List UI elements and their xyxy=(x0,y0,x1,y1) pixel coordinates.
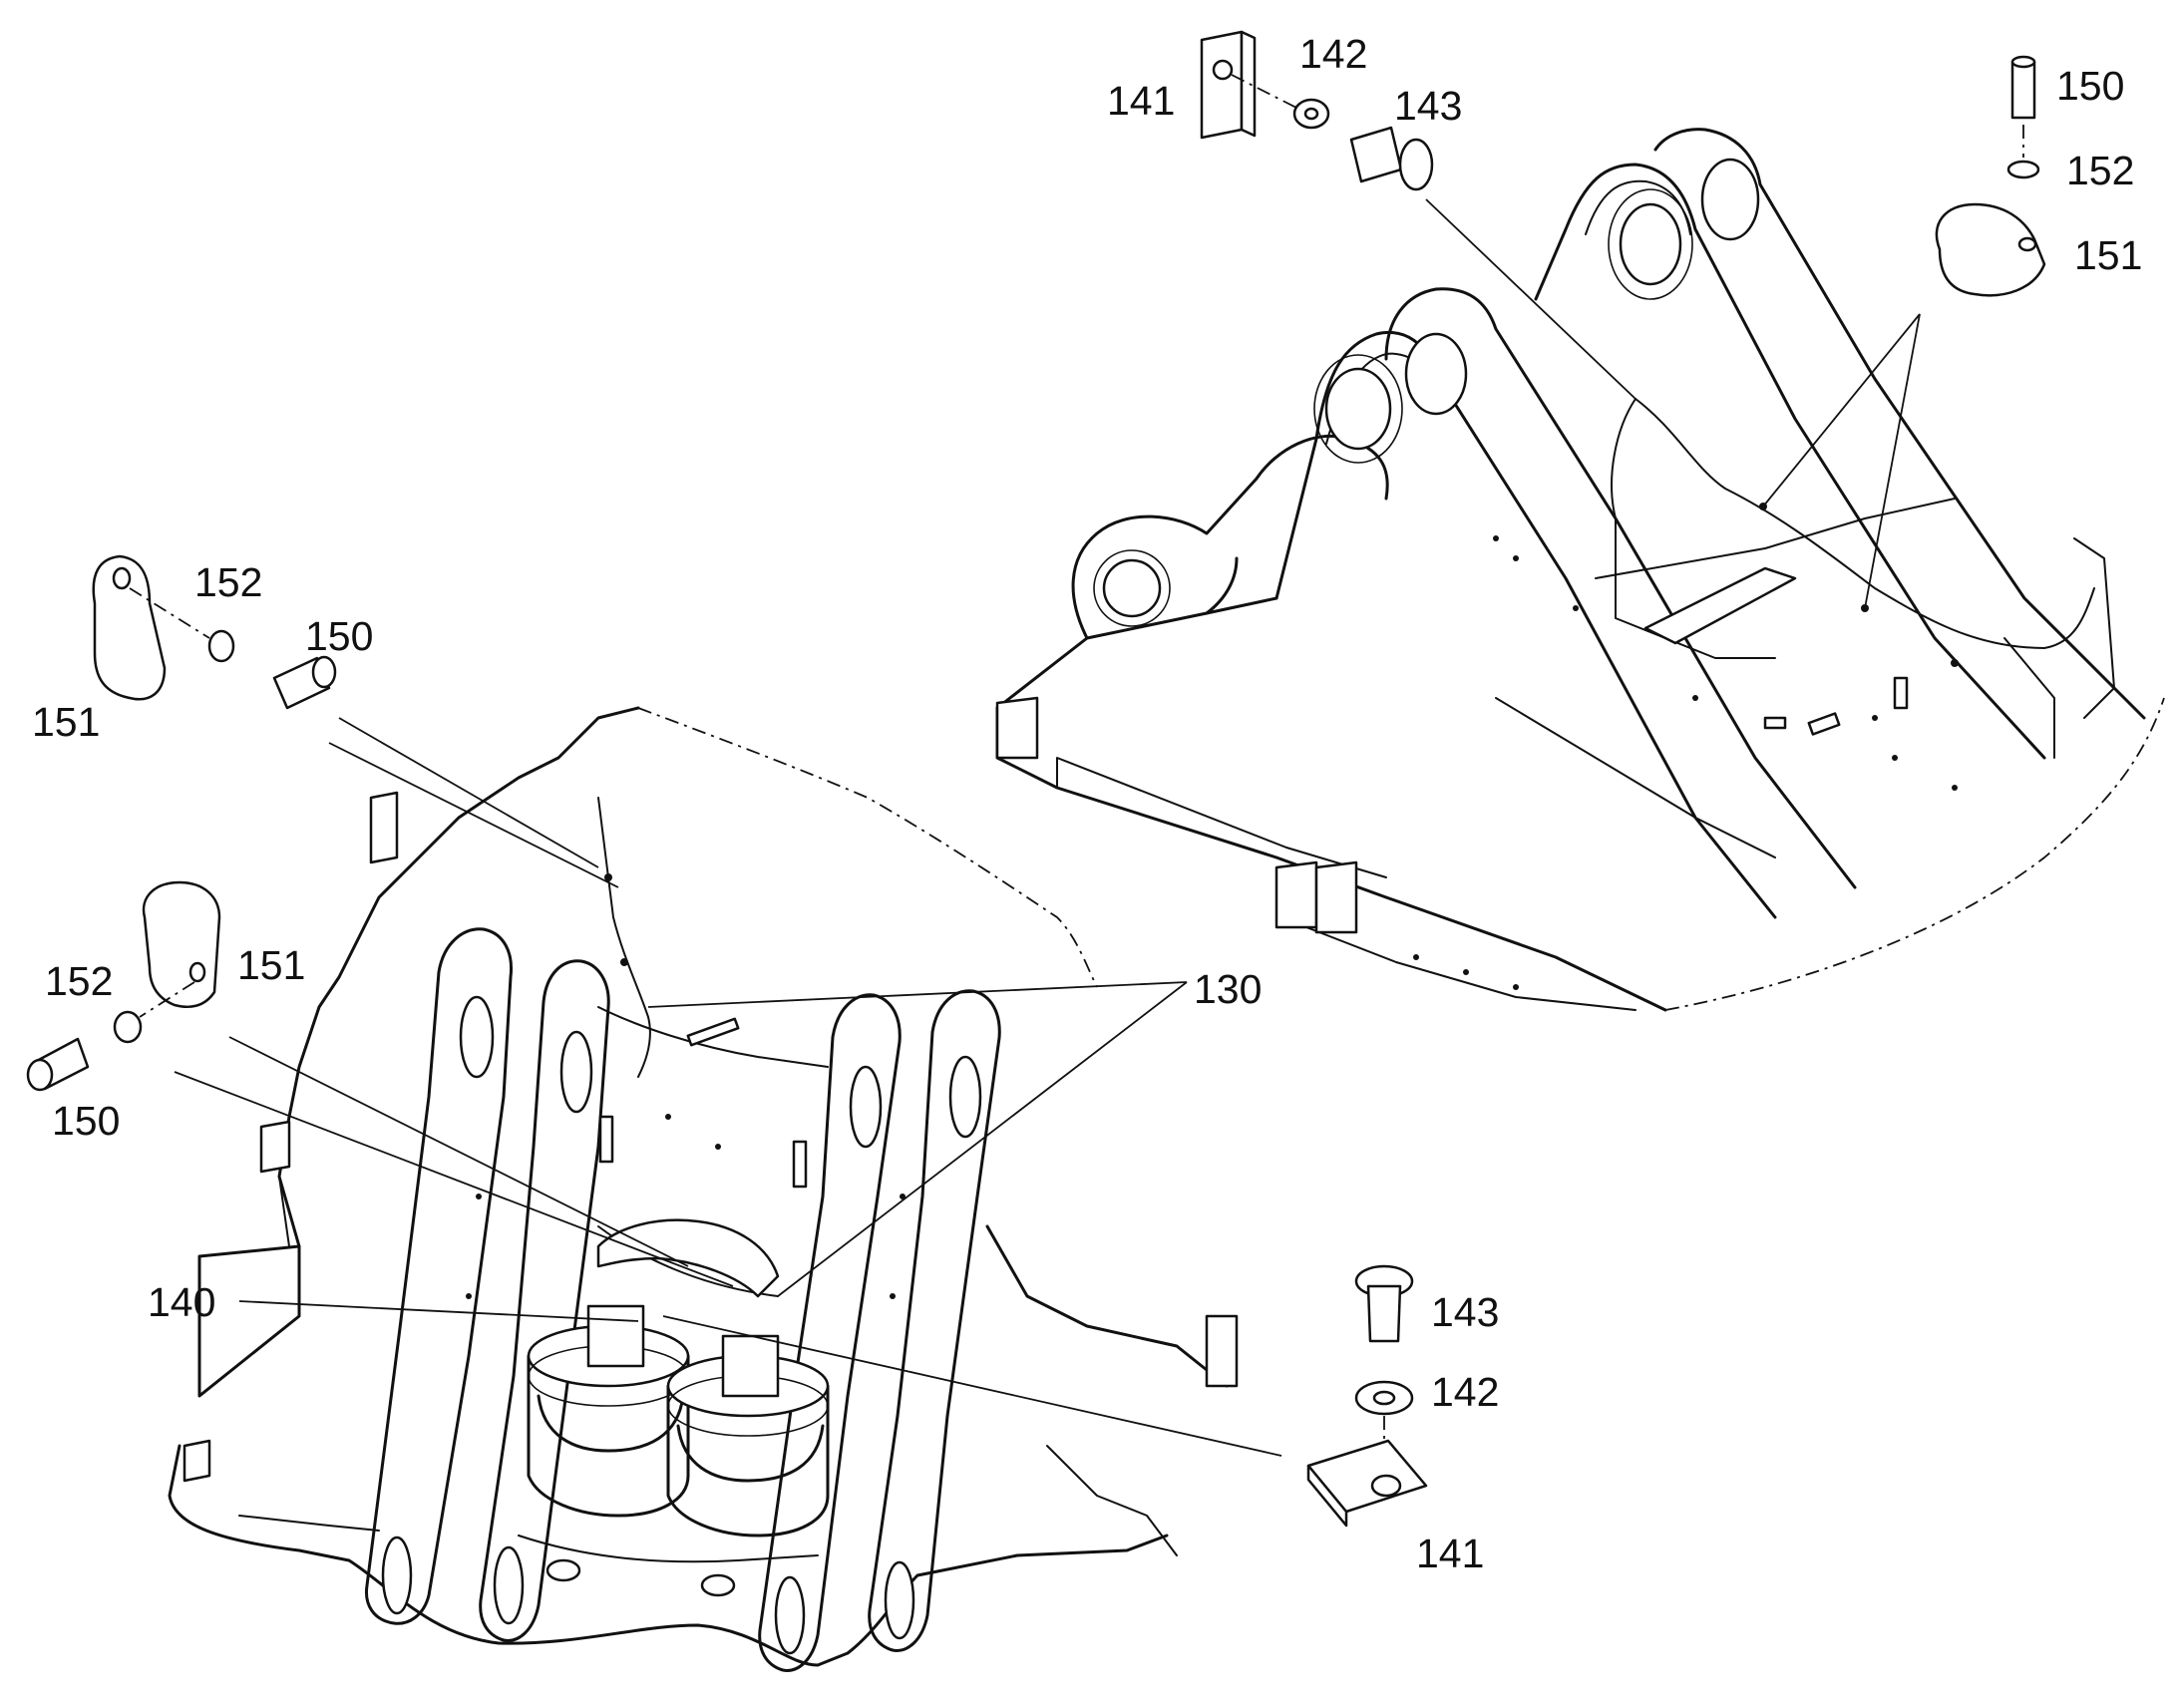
callout-152-top-right: 152 xyxy=(2066,148,2134,193)
callout-152-left-lower: 152 xyxy=(45,958,113,1004)
leader-lines xyxy=(174,198,1921,1457)
callout-150-left-lower: 150 xyxy=(52,1098,120,1144)
callout-141-bottom: 141 xyxy=(1416,1531,1484,1576)
callout-150-left-upper: 150 xyxy=(305,613,373,659)
callout-143-top: 143 xyxy=(1394,83,1462,129)
callout-141-top: 141 xyxy=(1107,78,1175,124)
upper-frame-assembly xyxy=(995,128,2165,1012)
callout-151-top-right: 151 xyxy=(2074,232,2142,278)
callout-150-top-right: 150 xyxy=(2056,63,2124,109)
top-clip-hardware xyxy=(1200,30,1434,191)
top-right-clamp-hardware xyxy=(1935,55,2046,297)
callout-151-left-upper: 151 xyxy=(32,699,100,745)
bottom-right-clip-hardware xyxy=(1306,1264,1428,1528)
callout-130: 130 xyxy=(1194,966,1262,1012)
callout-142-top: 142 xyxy=(1299,31,1367,77)
callout-152-left-upper: 152 xyxy=(194,559,262,605)
left-upper-clamp-hardware xyxy=(92,554,337,710)
left-lower-clamp-hardware xyxy=(26,880,221,1092)
callout-151-left-lower: 151 xyxy=(237,942,305,988)
callout-labels: 141 142 143 150 152 151 152 150 151 151 … xyxy=(32,31,2142,1576)
callout-143-bottom: 143 xyxy=(1431,1289,1499,1335)
callout-140: 140 xyxy=(148,1279,215,1325)
lower-frame-assembly xyxy=(168,706,1239,1672)
callout-142-bottom: 142 xyxy=(1431,1369,1499,1415)
